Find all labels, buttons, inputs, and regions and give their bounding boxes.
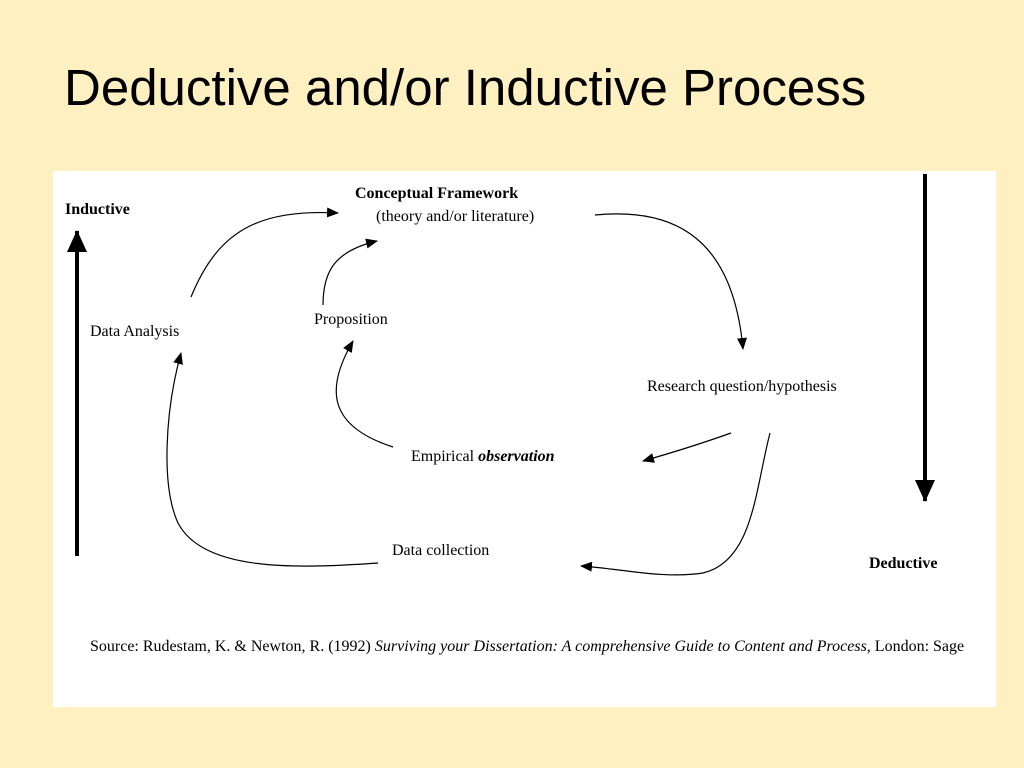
source-citation: Source: Rudestam, K. & Newton, R. (1992)…	[90, 635, 970, 658]
source-prefix: Source: Rudestam, K. & Newton, R. (1992)	[90, 638, 375, 655]
arrow-collection-to-analysis	[166, 352, 379, 567]
data-analysis-node: Data Analysis	[90, 323, 180, 340]
proposition-node: Proposition	[314, 311, 388, 328]
framework-subtitle: (theory and/or literature)	[376, 208, 535, 225]
data-collection-node: Data collection	[392, 542, 490, 559]
observation-prefix: Empirical	[411, 448, 479, 465]
observation-emphasis: observation	[478, 448, 555, 465]
slide-title: Deductive and/or Inductive Process	[64, 59, 867, 116]
arrow-research-to-observation	[642, 432, 732, 463]
arrow-analysis-to-framework	[190, 207, 339, 298]
source-suffix: , London: Sage	[866, 638, 965, 655]
arrow-research-to-collection	[580, 432, 771, 576]
diagram-arrows	[67, 174, 935, 576]
arrow-observation-to-proposition	[335, 340, 394, 448]
inductive-label: Inductive	[65, 201, 130, 218]
diagram-panel: Inductive Deductive Conceptual Framework…	[53, 171, 996, 707]
source-book-title: Surviving your Dissertation: A comprehen…	[374, 638, 867, 655]
framework-title: Conceptual Framework	[355, 185, 519, 202]
deductive-label: Deductive	[869, 555, 938, 572]
arrow-proposition-to-framework	[322, 238, 378, 306]
arrow-framework-to-research	[594, 213, 747, 350]
empirical-observation-node: Empirical observation	[411, 449, 555, 465]
research-question-node: Research question/hypothesis	[647, 378, 837, 395]
